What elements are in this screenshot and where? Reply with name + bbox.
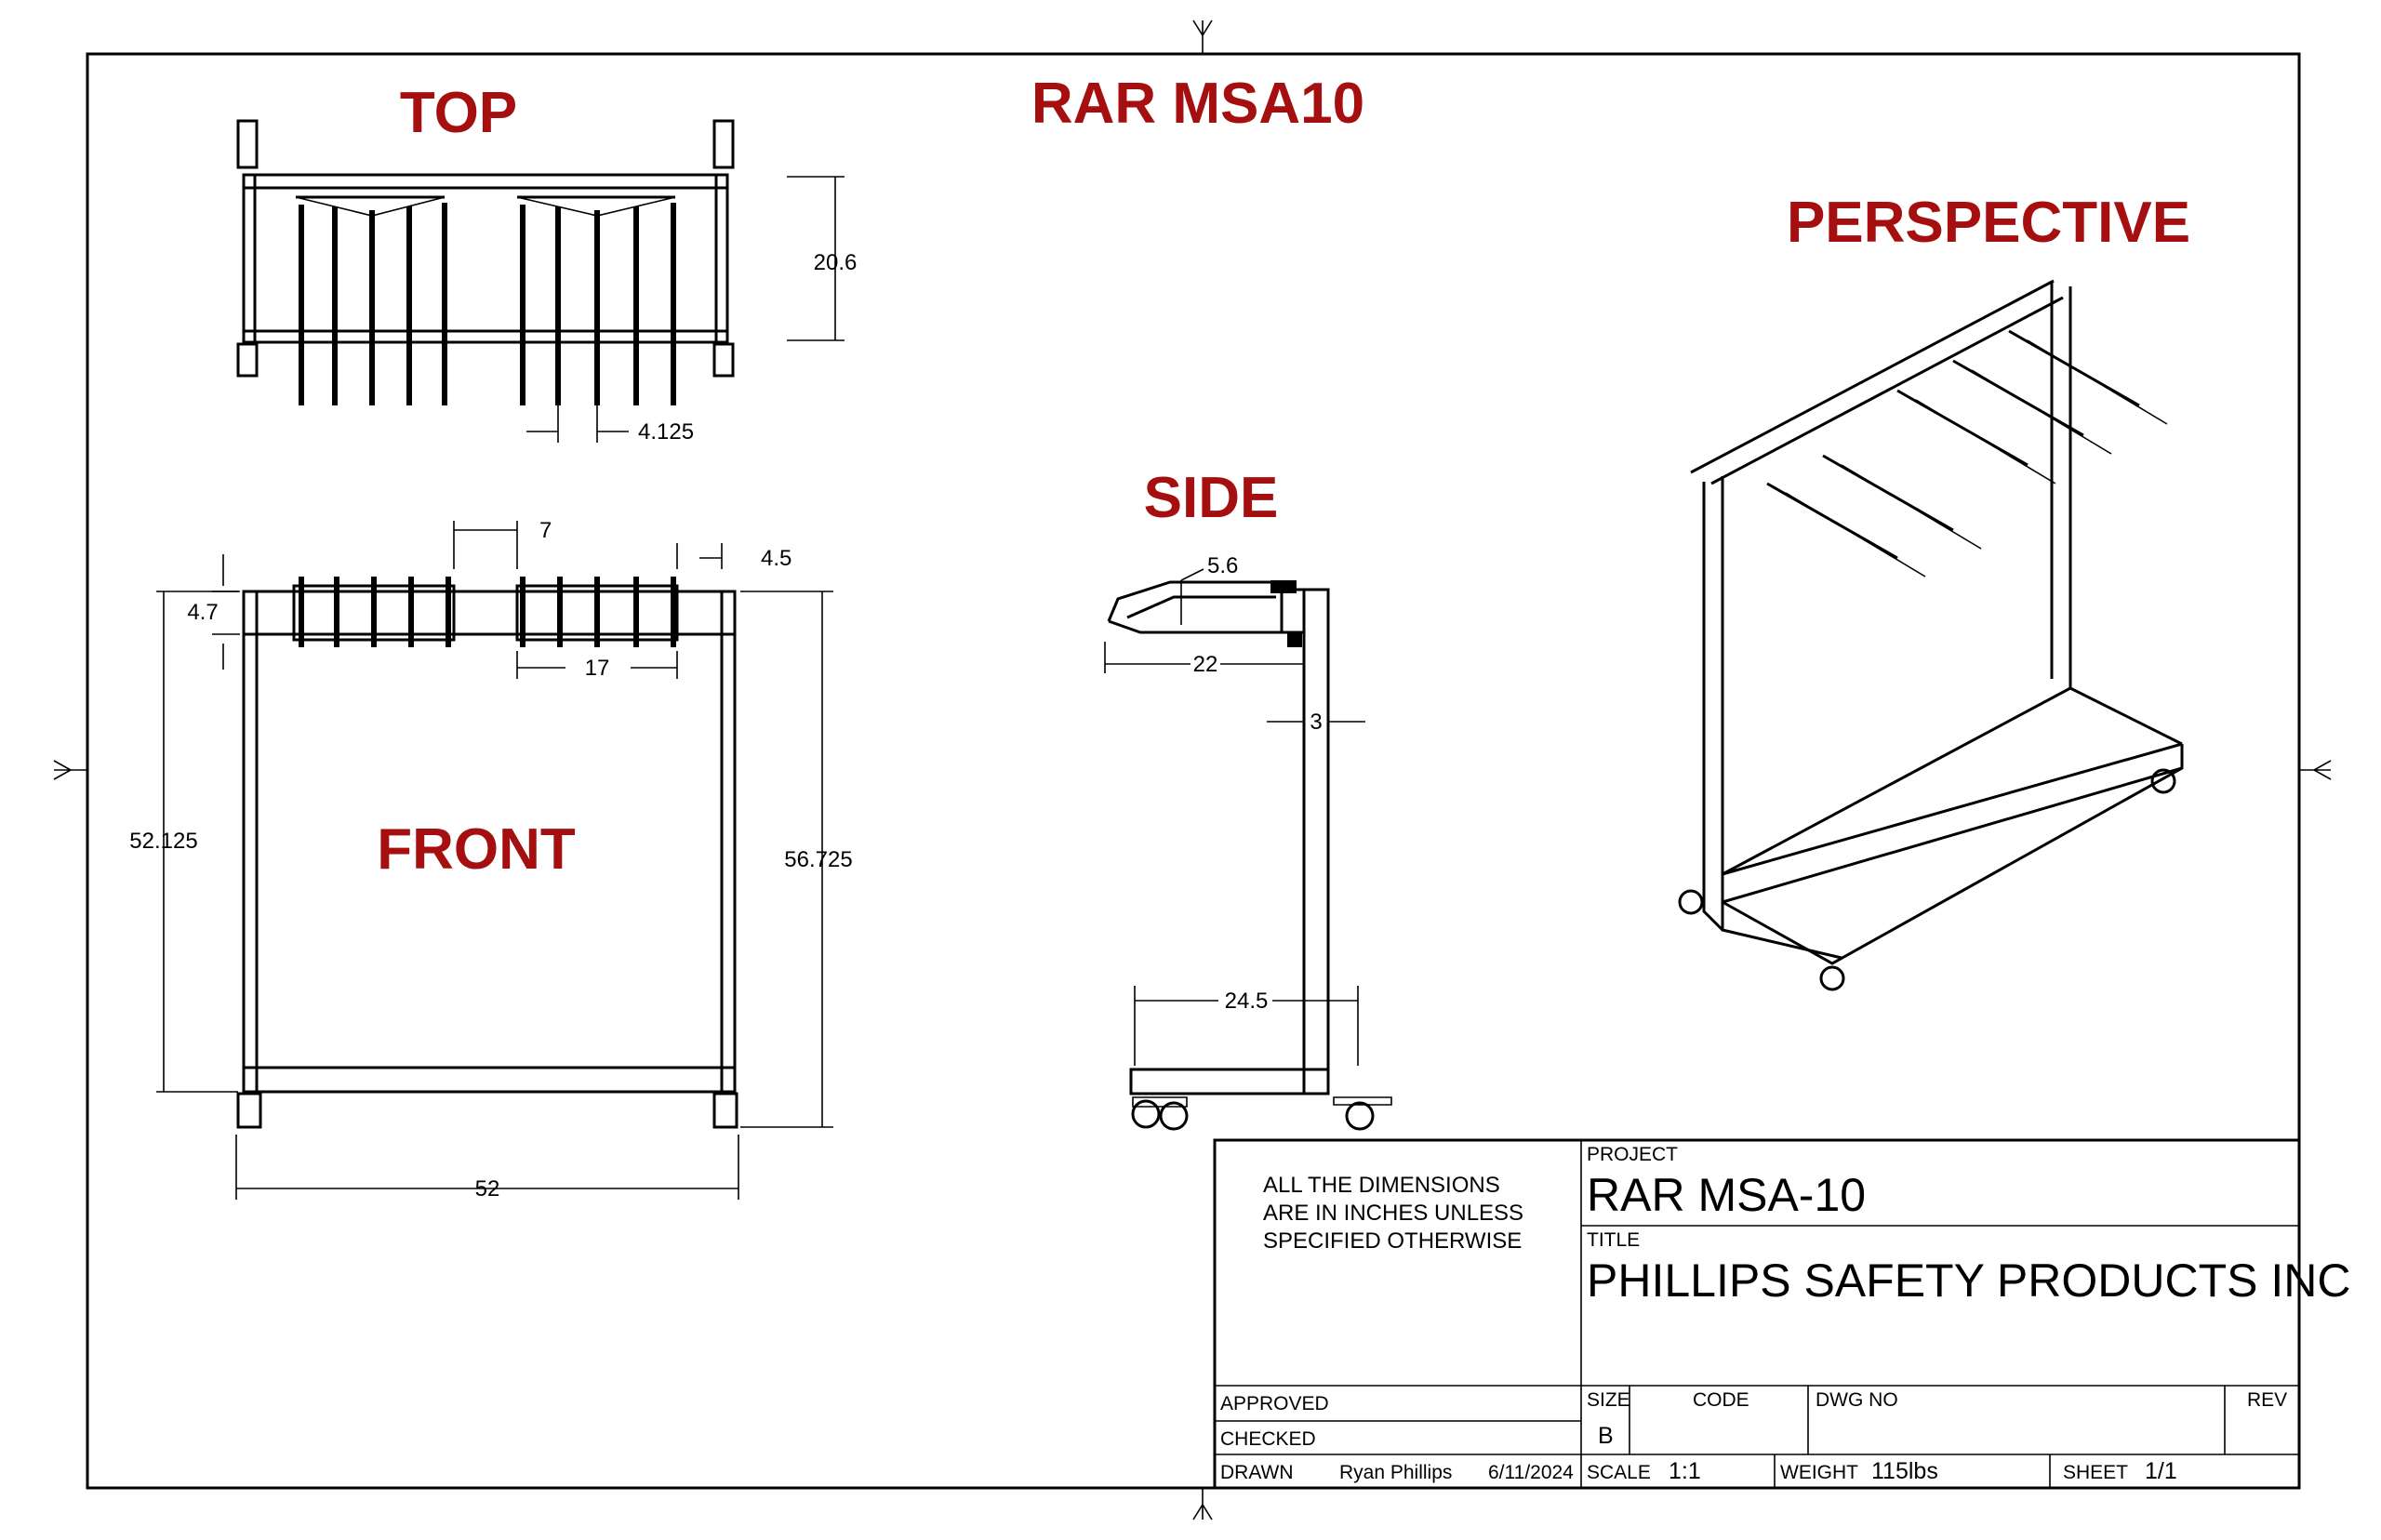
- dim-hanger-spacing: 4.125: [638, 419, 694, 445]
- dim-line: [156, 591, 238, 1093]
- dim-line: [453, 521, 518, 569]
- side-view-geometry: [1107, 580, 1392, 1131]
- front-view: FRONT 4.7 7 4.5 17 52.125 56.725 52: [129, 518, 852, 1201]
- tb-approved-label: APPROVED: [1220, 1393, 1329, 1414]
- tb-size-value: B: [1598, 1423, 1614, 1449]
- dim-line: [526, 405, 629, 443]
- dim-hanger-length: 22: [1193, 652, 1218, 677]
- tb-note-line-2: ARE IN INCHES UNLESS: [1263, 1201, 1523, 1226]
- perspective-view-label: PERSPECTIVE: [1787, 191, 2190, 255]
- top-view: TOP 20.6 4.125: [236, 81, 858, 445]
- dim-post-width: 3: [1310, 710, 1322, 735]
- tb-scale-value: 1:1: [1669, 1458, 1701, 1484]
- drawing-border: [86, 52, 2301, 1490]
- side-view-label: SIDE: [1144, 466, 1279, 530]
- dim-line: [740, 591, 833, 1128]
- tb-checked-label: CHECKED: [1220, 1428, 1316, 1450]
- dim-frame-height: 52.125: [129, 829, 197, 854]
- front-view-label: FRONT: [377, 817, 576, 882]
- tb-project-label: PROJECT: [1587, 1144, 1678, 1165]
- dim-overall-height: 56.725: [784, 847, 852, 872]
- dim-hanger-drop: 5.6: [1207, 553, 1238, 578]
- front-view-geometry: [236, 577, 738, 1129]
- tb-drawn-label: DRAWN: [1220, 1462, 1294, 1483]
- dim-overall-width: 52: [475, 1176, 500, 1201]
- top-view-geometry: [236, 119, 735, 405]
- tb-drawn-date: 6/11/2024: [1488, 1462, 1574, 1483]
- tb-rev-label: REV: [2247, 1389, 2287, 1411]
- dim-line: [516, 651, 678, 679]
- tb-title-value: PHILLIPS SAFETY PRODUCTS INC: [1587, 1255, 2350, 1307]
- tb-scale-label: SCALE: [1587, 1462, 1651, 1483]
- tb-sheet-label: SHEET: [2063, 1462, 2128, 1483]
- tb-size-label: SIZE: [1587, 1389, 1630, 1411]
- dim-bracket-gap: 7: [539, 518, 552, 543]
- dim-end-offset: 4.5: [761, 546, 791, 571]
- dim-line: [1134, 986, 1359, 1066]
- side-view: SIDE 5.6 22 3 24.5: [1104, 466, 1392, 1131]
- tb-title-label: TITLE: [1587, 1229, 1640, 1251]
- dim-line: [212, 554, 240, 670]
- dim-line: [1104, 642, 1305, 673]
- perspective-view-geometry: [1678, 279, 2184, 991]
- tb-note: ALL THE DIMENSIONS ARE IN INCHES UNLESS …: [1263, 1173, 1523, 1254]
- dim-base-depth: 24.5: [1225, 989, 1269, 1014]
- dim-line: [787, 176, 845, 341]
- tb-weight-label: WEIGHT: [1780, 1462, 1858, 1483]
- tb-weight-value: 115lbs: [1871, 1458, 1938, 1484]
- top-view-label: TOP: [400, 81, 517, 145]
- dim-line: [1180, 568, 1204, 625]
- centering-marks: [53, 20, 2332, 1520]
- dim-line: [676, 543, 723, 569]
- title-block: [1213, 1138, 2301, 1490]
- tb-code-label: CODE: [1693, 1389, 1749, 1411]
- tb-note-line-1: ALL THE DIMENSIONS: [1263, 1173, 1500, 1198]
- perspective-view: PERSPECTIVE: [1678, 191, 2190, 991]
- tb-sheet-value: 1/1: [2145, 1458, 2177, 1484]
- dim-bracket-width: 17: [585, 656, 610, 681]
- dim-line: [235, 1135, 739, 1200]
- tb-project-value: RAR MSA-10: [1587, 1169, 1866, 1221]
- drawing-title: RAR MSA10: [1031, 72, 1364, 136]
- tb-drawn-by: Ryan Phillips: [1339, 1462, 1452, 1483]
- tb-note-line-3: SPECIFIED OTHERWISE: [1263, 1228, 1522, 1254]
- dim-hanger-height: 4.7: [187, 600, 218, 625]
- dim-depth: 20.6: [814, 250, 858, 275]
- tb-dwg-no-label: DWG NO: [1816, 1389, 1898, 1411]
